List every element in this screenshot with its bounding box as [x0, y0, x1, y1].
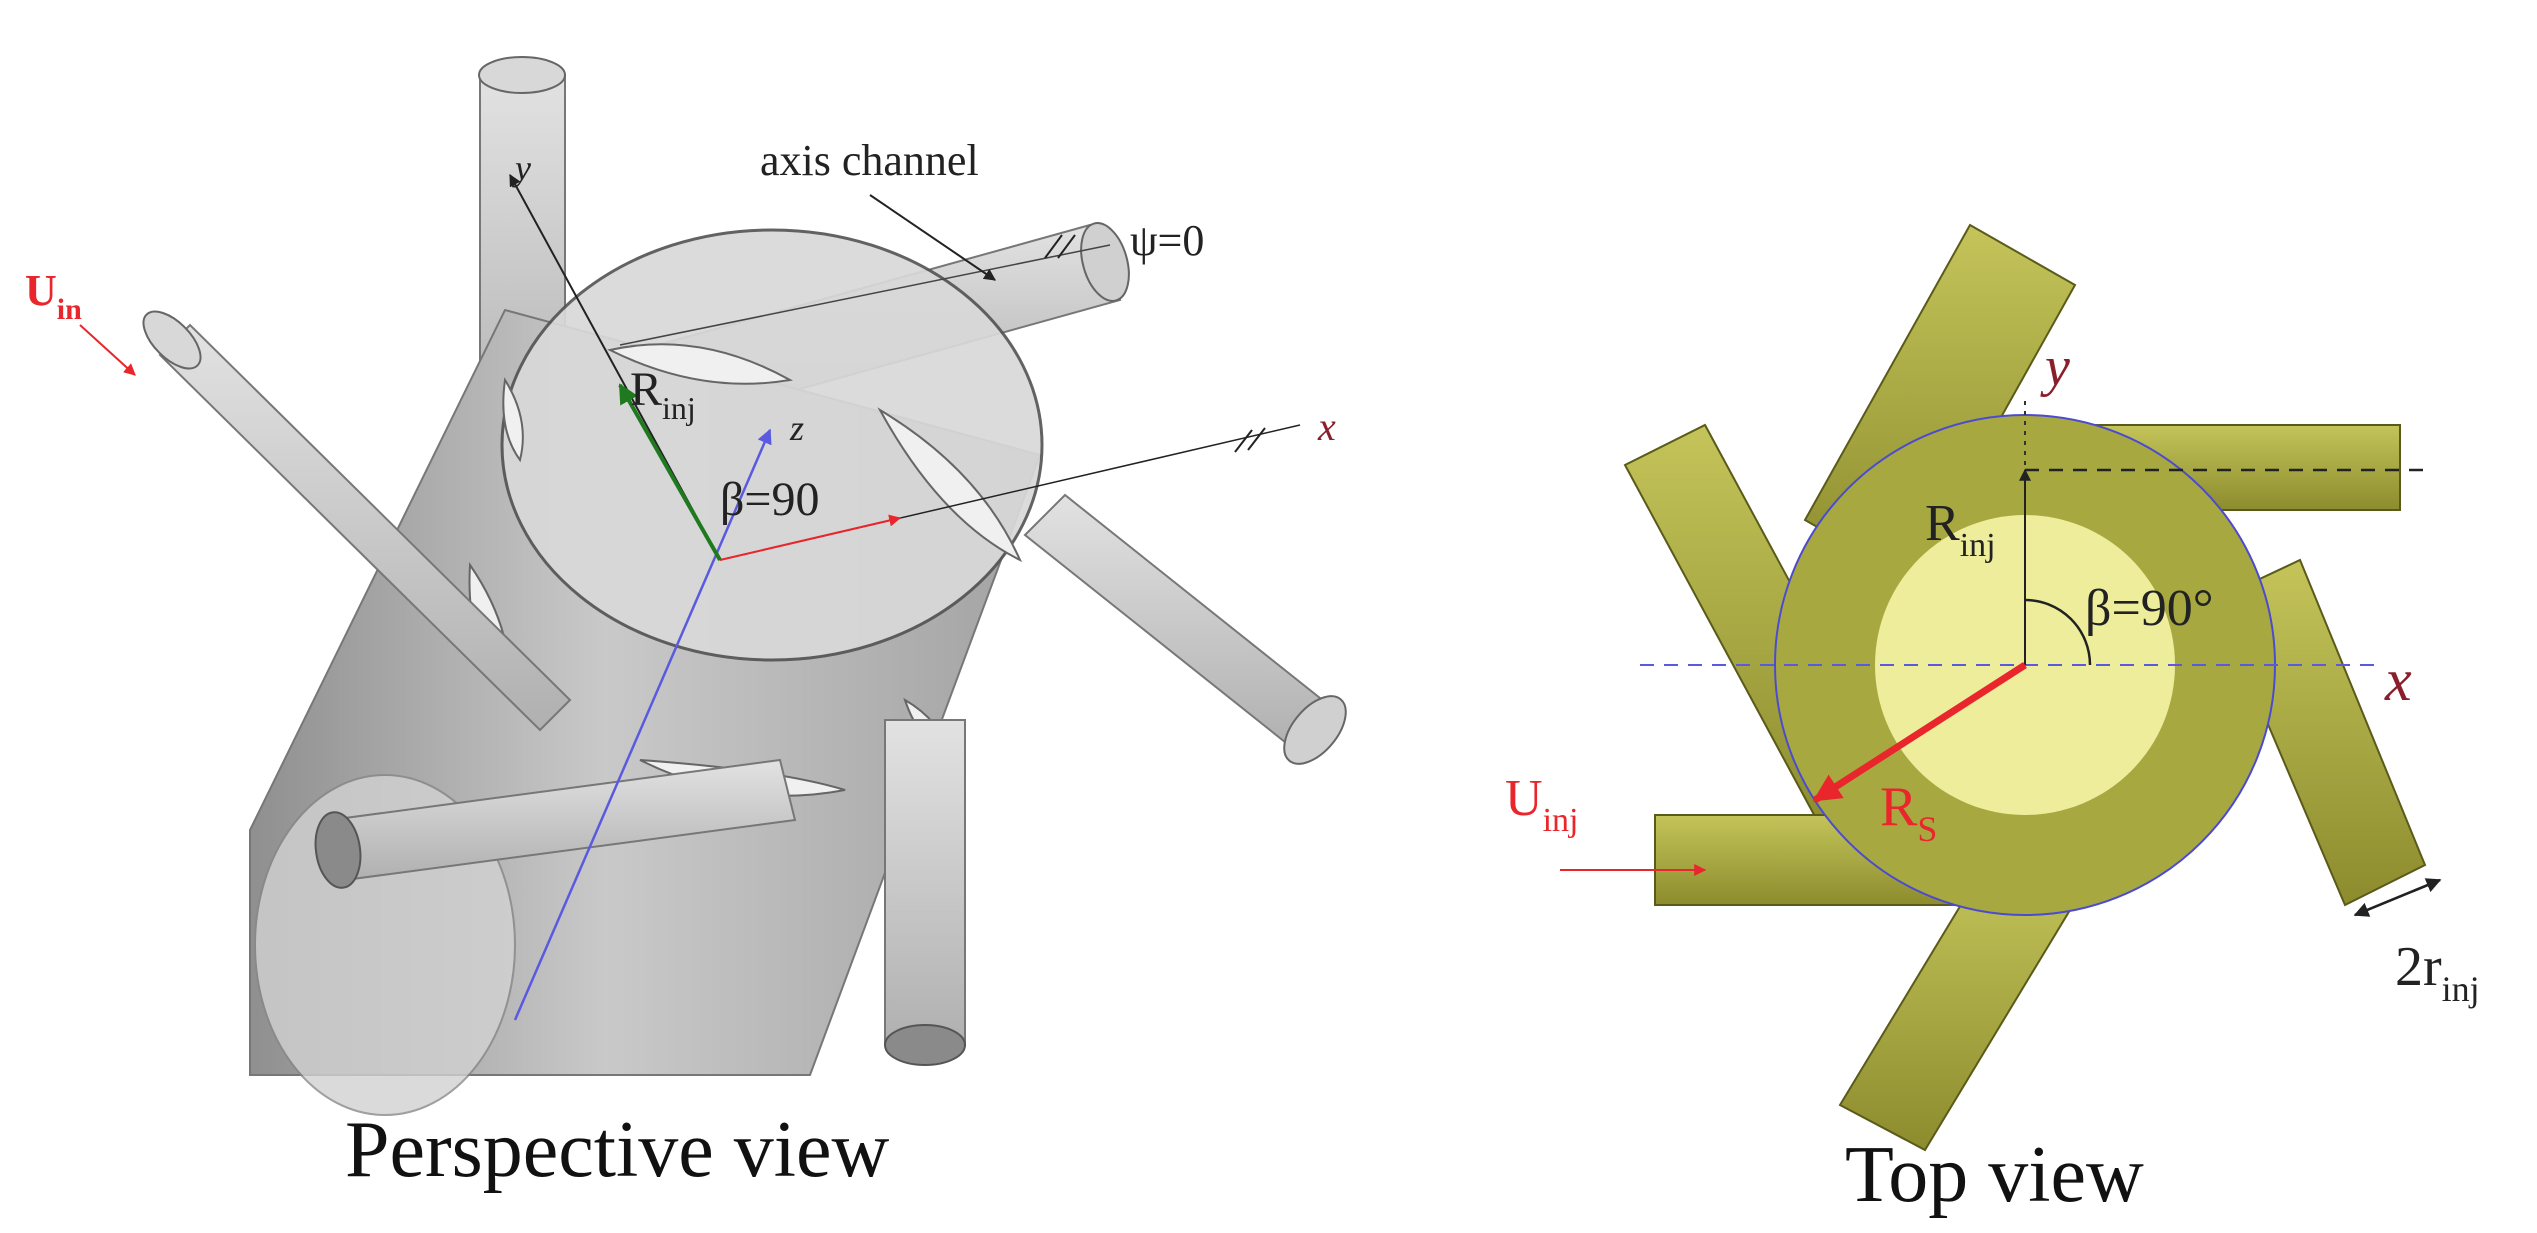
u-in-arrow: [79, 324, 136, 376]
r-inj-label-top: Rinj: [1925, 495, 1996, 564]
break-marks: [1044, 234, 1266, 453]
axis-channel-pointer: [869, 194, 996, 281]
two-r-inj-dimension: [2353, 878, 2442, 917]
pipe-front-left: [314, 758, 797, 889]
beta-label-perspective: β=90: [720, 473, 820, 526]
r-s-arrow: [1812, 662, 2027, 803]
top-view: y x β=90° Rinj RS Uinj 2rinj: [1505, 223, 2480, 1152]
two-r-inj-label: 2rinj: [2395, 936, 2480, 1009]
beta-label-top: β=90°: [2085, 580, 2214, 637]
axis-y-label-top: y: [2040, 336, 2070, 398]
axis-y-label-perspective: y: [512, 148, 531, 188]
r-inj-arrow: [618, 383, 722, 561]
pipe-left-inlet: [142, 310, 572, 732]
x-axis-red-segment: [719, 514, 902, 561]
u-inj-label: Uinj: [1505, 770, 1578, 839]
axis-channel-line: [619, 244, 1111, 346]
r-s-label: RS: [1880, 776, 1937, 849]
axis-z-label-perspective: z: [789, 408, 804, 448]
perspective-view-caption: Perspective view: [345, 1106, 890, 1194]
pipe-right: [1023, 493, 1347, 765]
pipe-bottom-vertical: [884, 719, 966, 1066]
r-inj-label-perspective: Rinj: [630, 363, 696, 426]
u-in-label: Uin: [25, 266, 82, 326]
axis-x-label-top: x: [2384, 647, 2412, 713]
top-view-caption: Top view: [1845, 1131, 2144, 1219]
perspective-view: axis channel ψ=0 β=90 y z x Rinj Uin: [25, 56, 1347, 1116]
axis-channel-label: axis channel: [760, 136, 979, 185]
axis-x-label-perspective: x: [1317, 404, 1336, 449]
beta-arc: [2024, 598, 2092, 666]
z-axis-line: [513, 428, 772, 1021]
psi-label: ψ=0: [1130, 216, 1204, 265]
